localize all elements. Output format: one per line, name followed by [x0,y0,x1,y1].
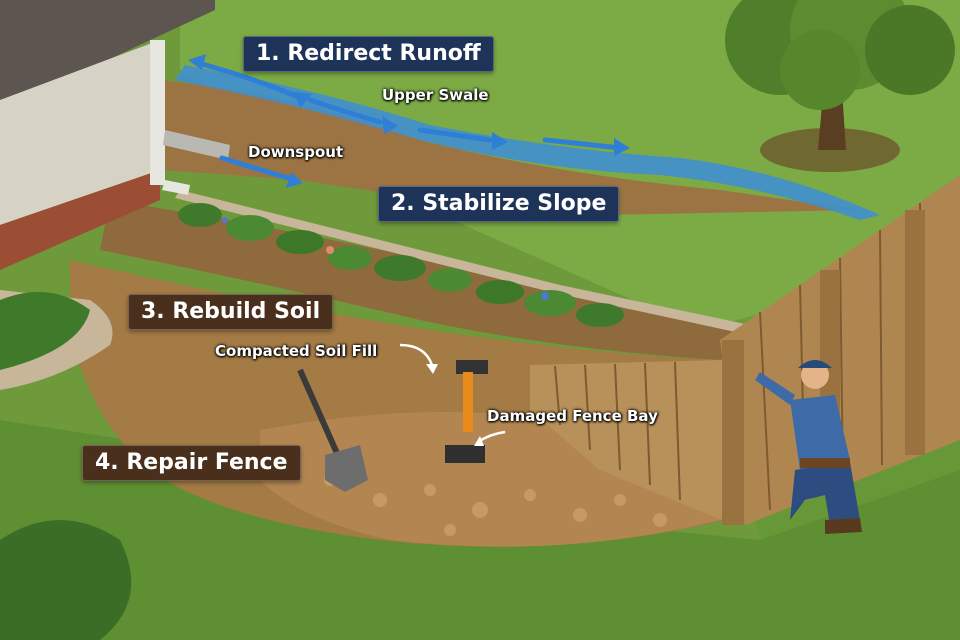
arrow-heads [188,54,630,188]
compacted-soil-fill-label: Compacted Soil Fill [215,342,378,360]
callout-pointer-heads [426,364,484,446]
downspout-label: Downspout [248,143,344,161]
tree [725,0,955,172]
runoff-flow-arrows [192,59,623,183]
tamper-tool [445,360,488,463]
drain-extension-pipe [163,130,230,160]
step-badge-stabilize-slope: 2. Stabilize Slope [378,186,620,222]
wood-fence [530,175,960,525]
step-badge-redirect-runoff: 1. Redirect Runoff [243,36,494,72]
house [0,0,230,270]
step-badge-rebuild-soil: 3. Rebuild Soil [128,294,334,330]
step-badge-repair-fence: 4. Repair Fence [82,445,301,481]
damaged-fence-bay-label: Damaged Fence Bay [487,407,658,425]
planted-slope [178,203,624,327]
worker [755,360,862,534]
shovel [297,368,368,492]
damaged-fence-bay [530,360,722,520]
left-shrub [0,292,90,370]
swale-water [175,65,880,220]
edging-stones [175,190,750,333]
downspout-pipe [150,40,165,185]
upper-swale-label: Upper Swale [382,86,489,104]
foreground-shrub [0,520,132,640]
